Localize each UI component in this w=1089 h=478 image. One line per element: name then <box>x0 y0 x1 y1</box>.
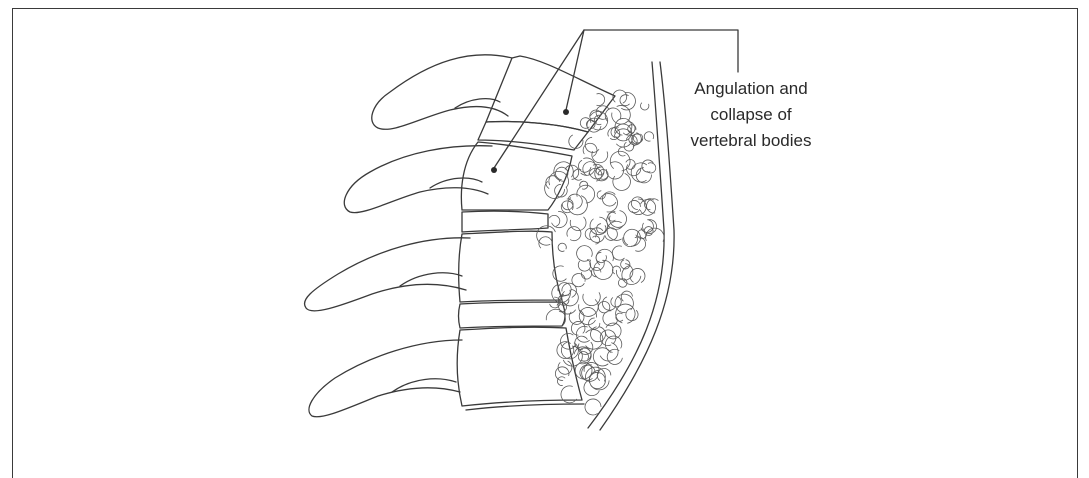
lesion-scribble <box>641 220 653 232</box>
lesion-scribble <box>612 246 624 260</box>
lesion-scribble <box>578 352 588 361</box>
lesion-scribble <box>626 160 635 170</box>
lesion-scribble <box>573 169 581 180</box>
lesion-scribble <box>539 237 552 248</box>
disc-3 <box>459 302 566 328</box>
paravertebral-lesion <box>537 90 664 415</box>
vertebral-body-4-lower-edge <box>466 404 584 410</box>
lesion-scribble <box>608 212 616 221</box>
vertebral-body-1 <box>486 56 615 132</box>
lesion-scribble <box>585 399 601 415</box>
lesion-scribble <box>647 163 656 173</box>
lesion-scribble <box>577 185 595 203</box>
lesion-scribble <box>616 313 623 321</box>
spinous-process-3 <box>304 238 470 311</box>
vertebral-body-3 <box>459 231 562 302</box>
callout-marker-2 <box>491 167 497 173</box>
lesion-scribble <box>631 163 646 182</box>
lesion-scribble <box>621 291 632 301</box>
lesion-scribble <box>592 151 608 162</box>
lesion-scribble <box>550 215 560 226</box>
lesion-scribble <box>642 160 653 172</box>
lesion-scribble <box>620 95 629 106</box>
lesion-scribble <box>584 380 599 395</box>
lesion-scribble <box>646 228 664 241</box>
lesion-scribble <box>644 132 653 141</box>
lesion-scribble <box>579 300 599 317</box>
lesion-scribble <box>567 227 581 241</box>
lesion-scribble <box>597 94 605 106</box>
lesion-scribble <box>628 200 640 212</box>
disc-2 <box>462 211 548 232</box>
lesion-scribble <box>575 336 588 350</box>
lesion-scribble <box>594 260 613 279</box>
lesion-scribble <box>626 309 638 321</box>
lesion-scribble <box>597 368 611 380</box>
callout-leader-1 <box>566 30 584 110</box>
lesion-scribble <box>610 211 627 228</box>
lesion-scribble <box>557 342 574 359</box>
spine-illustration <box>0 0 1089 466</box>
lesion-scribble <box>575 362 592 379</box>
lesion-scribble <box>605 336 621 352</box>
spinous-process-1 <box>372 55 512 130</box>
callout-line-2: collapse of <box>668 102 834 128</box>
callout-label: Angulation and collapse of vertebral bod… <box>668 76 834 154</box>
lesion-scribble <box>641 103 649 110</box>
lesion-scribble <box>546 309 565 325</box>
lesion-scribble <box>623 235 638 247</box>
lesion-scribble <box>570 217 586 230</box>
lesion-scribble <box>611 297 621 307</box>
spinous-process-2-facet <box>430 178 482 188</box>
callout-line-3: vertebral bodies <box>668 128 834 154</box>
lesion-scribble <box>607 349 622 364</box>
lesion-scribble <box>593 236 600 244</box>
lesion-scribble <box>583 293 600 306</box>
lesion-scribble <box>631 197 643 210</box>
lesion-scribble <box>558 243 566 251</box>
callout-line-1: Angulation and <box>668 76 834 102</box>
lesion-scribble <box>576 326 589 342</box>
callout-marker-1 <box>563 109 569 115</box>
lesion-scribble <box>557 377 564 386</box>
lesion-scribble <box>580 118 591 129</box>
lesion-scribble <box>607 221 621 240</box>
lesion-scribble <box>555 184 568 197</box>
lesion-scribble <box>577 246 593 262</box>
lesion-scribble <box>568 194 582 208</box>
lesion-scribble <box>597 224 606 233</box>
lesion-scribble <box>616 264 632 280</box>
lesion-scribble <box>569 310 584 324</box>
callout-leader-2 <box>494 30 584 168</box>
lesion-scribble <box>596 252 606 262</box>
lesion-scribble <box>632 199 646 215</box>
lesion-scribble <box>568 196 588 215</box>
lesion-scribble <box>578 160 590 172</box>
